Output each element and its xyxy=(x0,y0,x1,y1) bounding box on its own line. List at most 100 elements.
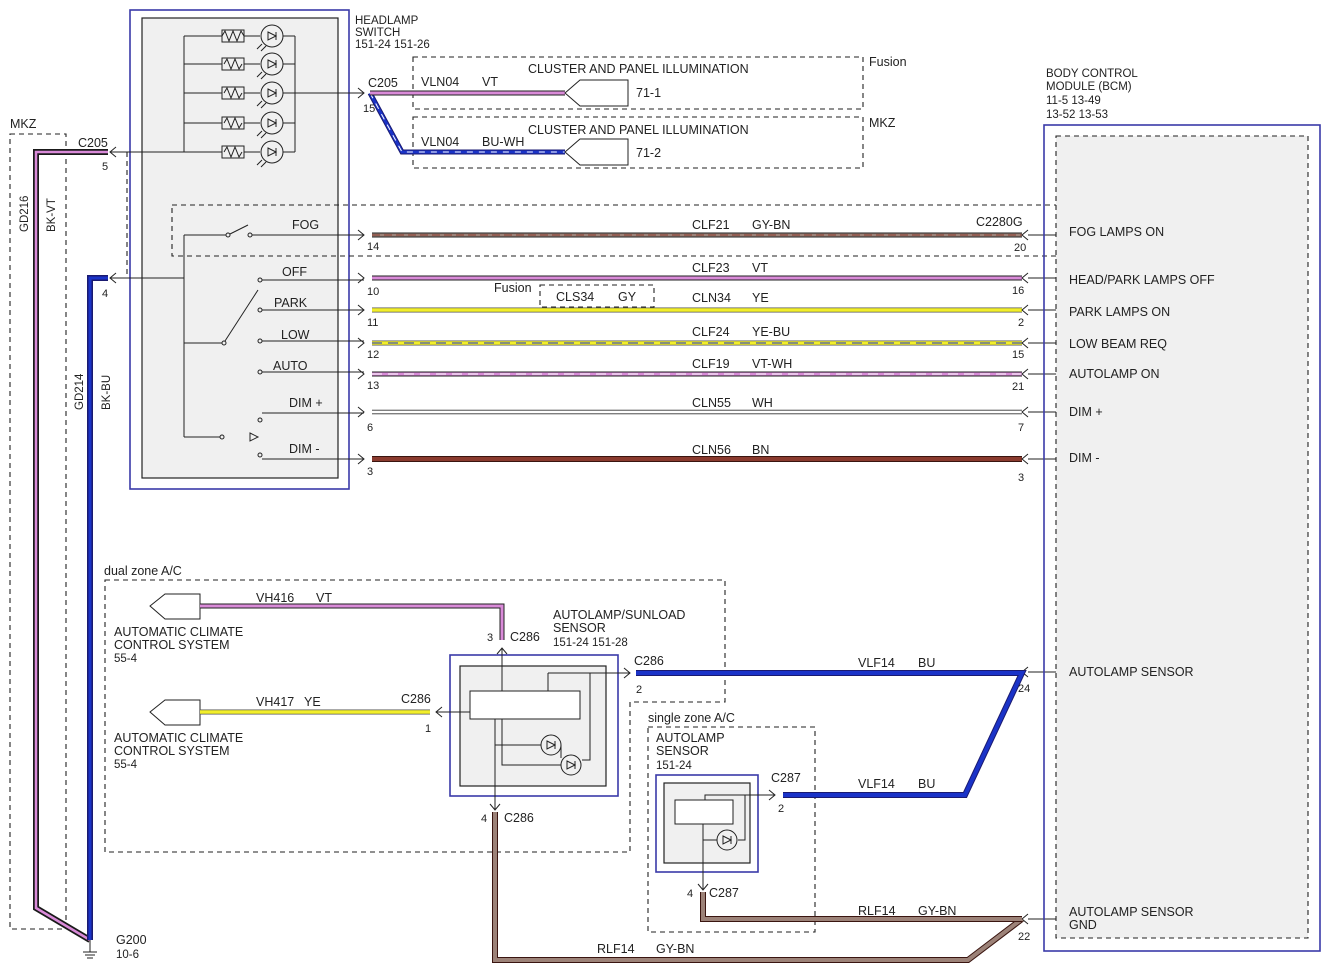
wire-3-pin-r: 15 xyxy=(1012,349,1024,361)
bcm-pin-headpark-off: HEAD/PARK LAMPS OFF xyxy=(1069,273,1215,287)
bcm-pin-autolamp-sensor: AUTOLAMP SENSOR xyxy=(1069,665,1194,679)
headlamp-switch-ref: 151-24 151-26 xyxy=(355,39,430,51)
mkz-variant-label: MKZ xyxy=(869,116,896,130)
ground-harness: MKZ C205 5 4 GD216 BK-VT GD214 BK-BU G20… xyxy=(9,117,147,961)
sunload-line1: AUTOLAMP/SUNLOAD xyxy=(553,608,685,622)
cluster-illumination-group: Fusion MKZ C205 15 VLN04 VT CLUSTER AND … xyxy=(363,55,907,169)
c287-bottom: C287 xyxy=(709,886,739,900)
wire-5-pin-r: 7 xyxy=(1018,422,1024,434)
vln04-buwh-color: BU-WH xyxy=(482,135,524,149)
sunload-pin-2: 2 xyxy=(636,684,642,696)
wire-1-pin-l: 10 xyxy=(367,286,379,298)
cls34-circuit: CLS34 xyxy=(556,290,594,304)
switch-label-dim-plus: DIM + xyxy=(289,396,323,410)
switch-label-auto: AUTO xyxy=(273,359,308,373)
vlf14-wires: VLF14 BU VLF14 BU 24 xyxy=(636,656,1030,798)
bcm-pin-low-beam: LOW BEAM REQ xyxy=(1069,337,1167,351)
c287-pin-2: 2 xyxy=(778,803,784,815)
bcm-ref2: 13-52 13-53 xyxy=(1046,109,1108,121)
wire-1-color: VT xyxy=(752,261,768,275)
acs1-ref: 55-4 xyxy=(114,653,138,665)
wire-0-pin-r: 20 xyxy=(1014,242,1026,254)
acs-connector-2 xyxy=(149,699,201,726)
vlf14-bottom-circuit: VLF14 xyxy=(858,777,895,791)
single-zone-ac-group: single zone A/C AUTOLAMP SENSOR 151-24 C… xyxy=(647,711,816,933)
rlf14-right-color: GY-BN xyxy=(918,904,956,918)
body-control-module: BODY CONTROL MODULE (BCM) 11-5 13-49 13-… xyxy=(1043,68,1321,952)
bcm-body xyxy=(1055,135,1309,939)
bcm-pin-sensor-gnd-2: GND xyxy=(1069,918,1097,932)
wire-1-circuit: CLF23 xyxy=(692,261,730,275)
headlamp-switch-body xyxy=(141,17,339,479)
single-zone-box xyxy=(647,726,816,933)
wire-2-pin-l: 11 xyxy=(367,317,378,329)
wire-labels: CLF21 GY-BN 14 20 CLF23 VT 10 16 CLN34 Y… xyxy=(367,218,1026,484)
fusion-variant-box xyxy=(412,56,864,110)
g200-label: G200 xyxy=(116,933,147,947)
switch-label-low: LOW xyxy=(281,328,310,342)
wire-6-pin-l: 3 xyxy=(367,466,373,478)
vlf14-top-circuit: VLF14 xyxy=(858,656,895,670)
vln04-vt-circuit: VLN04 xyxy=(421,75,459,89)
wire-6-circuit: CLN56 xyxy=(692,443,731,457)
wire-4-pin-l: 13 xyxy=(367,380,379,392)
c205-pin-15: 15 xyxy=(363,103,375,115)
dual-zone-label: dual zone A/C xyxy=(104,564,182,578)
mkz-variant-box xyxy=(412,116,864,169)
wire-2-color: YE xyxy=(752,291,769,305)
cls34-fusion-label: Fusion xyxy=(494,281,532,295)
switch-to-bcm-wires xyxy=(372,232,1022,462)
gd216-label: GD216 xyxy=(19,196,31,232)
acs2-line1: AUTOMATIC CLIMATE xyxy=(114,731,243,745)
vlf14-pin-24: 24 xyxy=(1018,683,1030,695)
rlf14-bottom-circuit: RLF14 xyxy=(597,942,635,956)
vln04-vt-color: VT xyxy=(482,75,498,89)
sunload-pin-4: 4 xyxy=(481,813,487,825)
bcm-pin-dim-plus: DIM + xyxy=(1069,405,1103,419)
c205-pin-5: 5 xyxy=(102,161,108,173)
sunload-line2: SENSOR xyxy=(553,621,606,635)
cluster-ref-71-2: 71-2 xyxy=(636,146,661,160)
bcm-ref1: 11-5 13-49 xyxy=(1046,95,1101,107)
switch-label-park: PARK xyxy=(274,296,308,310)
headlamp-switch-title2: SWITCH xyxy=(355,27,400,39)
wire-0-circuit: CLF21 xyxy=(692,218,730,232)
fog-fusion-box xyxy=(171,204,1188,257)
switch-connector-arrows xyxy=(357,229,365,465)
bcm-pin-sensor-gnd-1: AUTOLAMP SENSOR xyxy=(1069,905,1194,919)
switch-label-off: OFF xyxy=(282,265,307,279)
single-zone-label: single zone A/C xyxy=(648,711,735,725)
vlf14-bottom-color: BU xyxy=(918,777,935,791)
vh416-circuit: VH416 xyxy=(256,591,294,605)
wire-2-pin-r: 2 xyxy=(1018,317,1024,329)
wire-2-circuit: CLN34 xyxy=(692,291,731,305)
single-sensor-chip xyxy=(674,799,734,825)
sunload-ref: 151-24 151-28 xyxy=(553,637,628,649)
bcm-title2: MODULE (BCM) xyxy=(1046,81,1132,93)
cluster-ref-71-1: 71-1 xyxy=(636,86,661,100)
acs1-line1: AUTOMATIC CLIMATE xyxy=(114,625,243,639)
acs1-line2: CONTROL SYSTEM xyxy=(114,638,230,652)
headlamp-switch-outline xyxy=(129,9,350,490)
bk-vt-label: BK-VT xyxy=(46,198,58,232)
vlf14-top-color: BU xyxy=(918,656,935,670)
single-sensor-outline xyxy=(655,774,759,873)
bcm-pin-park-on: PARK LAMPS ON xyxy=(1069,305,1170,319)
bcm-outline xyxy=(1043,124,1321,952)
c2280g-label: C2280G xyxy=(976,215,1023,229)
single-sensor-line1: AUTOLAMP xyxy=(656,731,725,745)
switch-label-dim-minus: DIM - xyxy=(289,442,320,456)
wire-3-color: YE-BU xyxy=(752,325,790,339)
sunload-c286-top: C286 xyxy=(510,630,540,644)
single-sensor-ref: 151-24 xyxy=(656,760,692,772)
sunload-c286-right: C286 xyxy=(634,654,664,668)
c205-pin-4: 4 xyxy=(102,288,108,300)
wire-5-pin-l: 6 xyxy=(367,422,373,434)
wire-4-circuit: CLF19 xyxy=(692,357,730,371)
sunload-sensor-body xyxy=(459,665,607,787)
c287-right: C287 xyxy=(771,771,801,785)
rlf14-bottom-color: GY-BN xyxy=(656,942,694,956)
c205-top-label: C205 xyxy=(368,76,398,90)
